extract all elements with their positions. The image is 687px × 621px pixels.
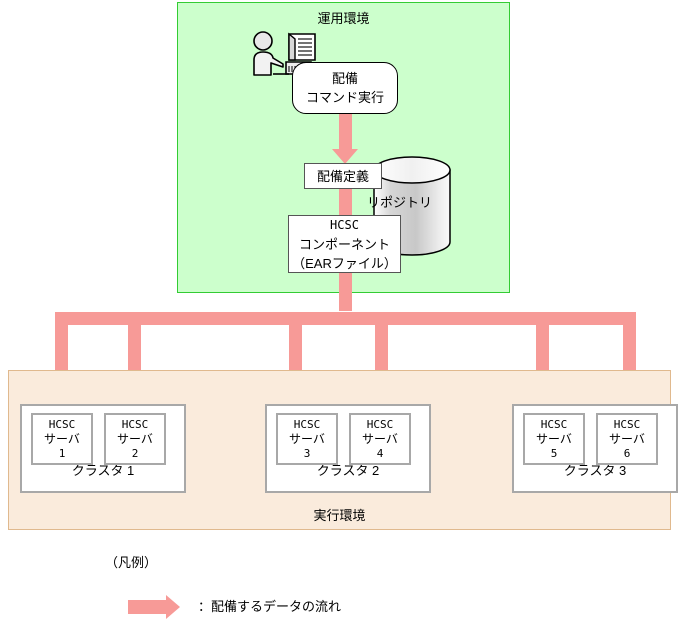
flow-arrow-stem-server-1 <box>55 312 68 380</box>
server-5-line2: サーバ <box>536 431 572 446</box>
server-box-2: HCSC サーバ 2 <box>104 413 166 465</box>
flow-arrow-stem-command-to-definition <box>339 114 352 151</box>
flow-arrow-stem-server-4 <box>375 312 388 380</box>
flow-arrow-stem-server-5 <box>536 312 549 380</box>
operation-environment-title: 運用環境 <box>317 11 370 26</box>
flow-arrow-distribution-bus <box>55 312 636 325</box>
hcsc-component-box: HCSC コンポーネント （EARファイル） <box>288 215 401 273</box>
server-3-line2: サーバ <box>289 431 325 446</box>
flow-arrow-stem-server-6 <box>623 312 636 380</box>
runtime-environment-title: 実行環境 <box>313 508 366 523</box>
legend-arrow-icon <box>128 595 180 619</box>
legend-arrow-description: ：配備するデータの流れ <box>198 599 342 614</box>
server-4-line1: HCSC <box>366 417 394 431</box>
hcsc-component-line1: HCSC <box>330 217 359 232</box>
server-5-line1: HCSC <box>540 417 568 431</box>
deploy-command-box: 配備 コマンド実行 <box>292 62 398 114</box>
deploy-definition-box: 配備定義 <box>304 163 382 189</box>
legend-title: （凡例） <box>105 555 158 570</box>
server-box-3: HCSC サーバ 3 <box>276 413 338 465</box>
hcsc-component-line2: コンポーネント <box>298 236 390 252</box>
server-5-line3: 5 <box>550 446 558 460</box>
cluster-label-2: クラスタ 2 <box>316 463 380 478</box>
server-4-line2: サーバ <box>362 431 398 446</box>
server-box-4: HCSC サーバ 4 <box>349 413 411 465</box>
flow-arrow-head-to-definition <box>332 149 358 164</box>
server-6-line2: サーバ <box>609 431 645 446</box>
server-1-line2: サーバ <box>44 431 80 446</box>
repository-label: リポジトリ <box>367 195 433 210</box>
cluster-label-3: クラスタ 3 <box>563 463 627 478</box>
server-6-line1: HCSC <box>613 417 641 431</box>
server-1-line1: HCSC <box>48 417 76 431</box>
server-3-line3: 3 <box>303 446 311 460</box>
server-2-line3: 2 <box>131 446 139 460</box>
server-box-6: HCSC サーバ 6 <box>596 413 658 465</box>
server-4-line3: 4 <box>376 446 384 460</box>
server-box-1: HCSC サーバ 1 <box>31 413 93 465</box>
hcsc-component-line3: （EARファイル） <box>292 255 397 271</box>
cluster-label-1: クラスタ 1 <box>71 463 135 478</box>
server-1-line3: 1 <box>58 446 66 460</box>
flow-arrow-stem-server-3 <box>289 312 302 380</box>
deploy-command-line2: コマンド実行 <box>305 90 384 105</box>
deploy-definition-label: 配備定義 <box>316 168 369 184</box>
server-box-5: HCSC サーバ 5 <box>523 413 585 465</box>
server-2-line1: HCSC <box>121 417 149 431</box>
server-3-line1: HCSC <box>293 417 321 431</box>
deploy-command-line1: 配備 <box>331 71 358 86</box>
server-6-line3: 6 <box>623 446 631 460</box>
server-2-line2: サーバ <box>117 431 153 446</box>
flow-arrow-stem-server-2 <box>128 312 141 380</box>
